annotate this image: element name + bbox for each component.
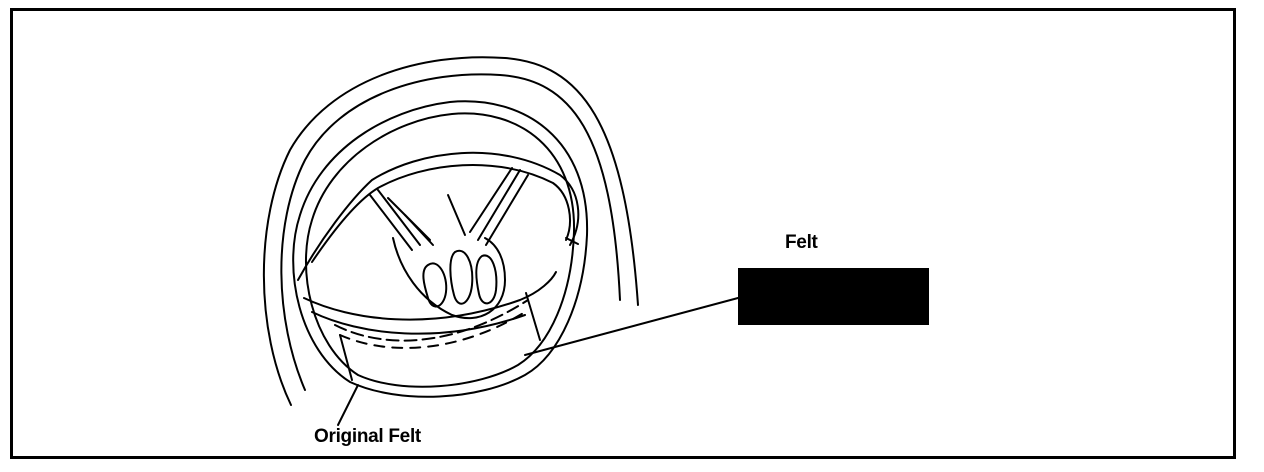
felt-swatch: [738, 268, 929, 325]
felt-strip-end: [525, 292, 541, 341]
outer-housing-inner-outline: [280, 73, 621, 391]
spoke-left-2: [404, 214, 434, 246]
wheel-rim-lower-inner: [311, 311, 526, 335]
felt-strip-left-edge: [339, 334, 353, 381]
bezel-ring: [292, 100, 589, 398]
hub-lobe-1: [422, 262, 448, 308]
felt-strip-dashed-2: [339, 311, 526, 349]
original-felt-label: Original Felt: [314, 426, 421, 447]
felt-strip-dashed: [334, 299, 529, 342]
bezel-ring-inner: [305, 112, 576, 388]
hub-body: [392, 237, 506, 320]
leader-felt: [524, 297, 739, 356]
wheel-rim-upper-inner: [311, 164, 571, 263]
wheel-rim-upper: [297, 151, 580, 281]
diagram-border: [10, 8, 1236, 459]
wheel-rim-tick: [565, 237, 579, 245]
spoke-right: [469, 167, 529, 246]
felt-label: Felt: [785, 232, 818, 253]
spoke-center: [447, 194, 466, 236]
outer-housing-outline: [262, 56, 639, 406]
leader-original-felt: [337, 384, 359, 426]
spoke-left: [369, 189, 431, 251]
hub-lobe-2: [449, 249, 474, 305]
wheel-rim-lower: [303, 271, 557, 321]
hub-lobe-3: [475, 254, 498, 305]
